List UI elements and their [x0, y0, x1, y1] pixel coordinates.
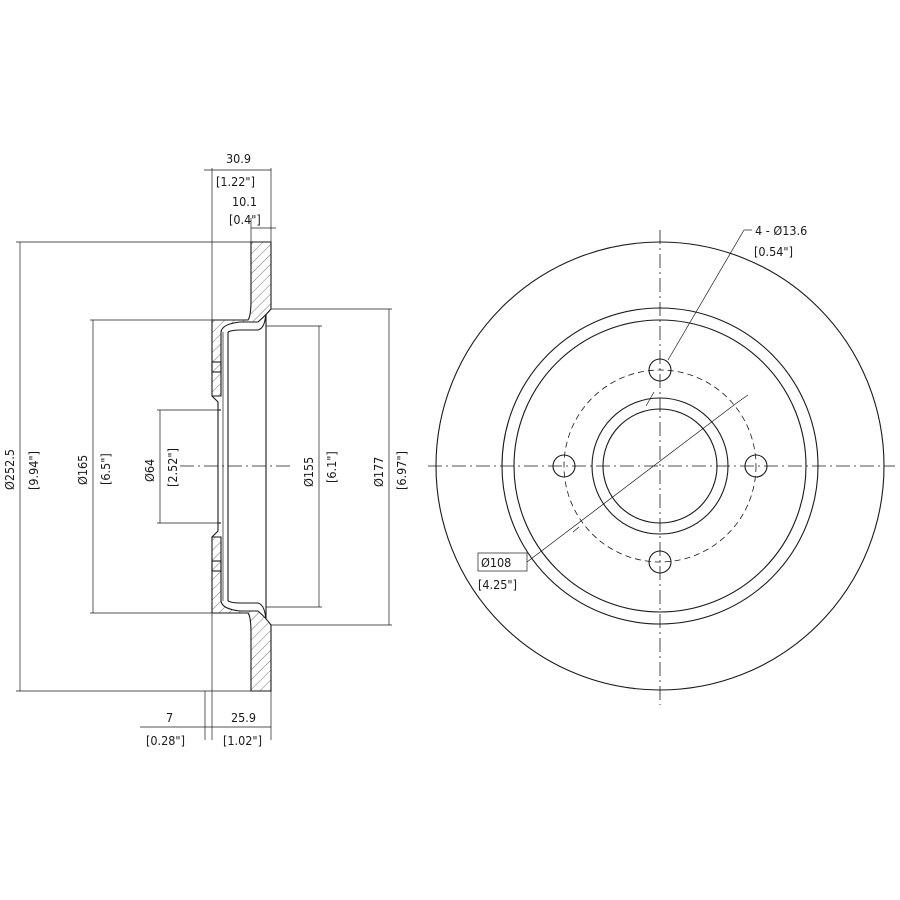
center-bore-in: [2.52"]	[165, 448, 180, 487]
bolt-circle-dimension	[526, 394, 749, 563]
hat-outer-edge	[501, 307, 819, 625]
bolt-hole-right	[744, 454, 768, 478]
center-bore-outer	[591, 397, 729, 535]
side-view-dimension-lines	[16, 168, 392, 740]
diameter-165-mm: Ø165	[75, 455, 90, 485]
bolt-circle-in: [4.25"]	[478, 577, 517, 592]
outer-disc-edge	[435, 241, 885, 691]
diameter-155-mm: Ø155	[301, 457, 316, 487]
bolt-holes-in: [0.54"]	[754, 244, 793, 259]
disc-thickness-mm: 10.1	[232, 194, 257, 209]
hat-body-outline	[222, 308, 267, 626]
bolt-hole-left	[552, 454, 576, 478]
outer-diameter-in: [9.94"]	[26, 451, 41, 490]
diameter-177-in: [6.97"]	[394, 451, 409, 490]
hat-thickness-in: [0.28"]	[146, 733, 185, 748]
diameter-165-in: [6.5"]	[98, 453, 113, 485]
total-thickness-mm: 30.9	[226, 151, 251, 166]
front-view: 4 - Ø13.6 [0.54"] Ø108 [4.25"]	[428, 223, 895, 705]
hat-height-in: [1.02"]	[223, 733, 262, 748]
section-hatch-bottom	[211, 536, 272, 692]
center-bore-flange	[211, 395, 221, 538]
disc-thickness-in: [0.4"]	[229, 212, 261, 227]
bolt-circle-mm: Ø108	[481, 555, 511, 570]
side-section-view: 30.9 [1.22"] 10.1 [0.4"] Ø252.5 [9.94"] …	[2, 151, 409, 748]
diameter-177-mm: Ø177	[371, 457, 386, 487]
section-hatch-top	[211, 241, 272, 397]
relief-notch-bottom	[211, 560, 222, 572]
diameter-155-in: [6.1"]	[324, 451, 339, 483]
outer-diameter-mm: Ø252.5	[2, 449, 17, 490]
bolt-holes-mm: 4 - Ø13.6	[755, 223, 807, 238]
bolt-hole-top	[648, 358, 672, 382]
bolt-circle-label-box	[477, 552, 528, 572]
center-bore-inner	[602, 408, 718, 524]
bolt-hole-leader	[645, 229, 752, 407]
bolt-hole-bottom	[648, 550, 672, 574]
hat-inner-edge	[513, 319, 807, 613]
total-thickness-in: [1.22"]	[216, 174, 255, 189]
bolt-holes	[552, 358, 768, 574]
bolt-circle	[563, 369, 757, 563]
hat-height-mm: 25.9	[231, 710, 256, 725]
center-bore-mm: Ø64	[142, 459, 157, 482]
hat-thickness-mm: 7	[166, 710, 173, 725]
